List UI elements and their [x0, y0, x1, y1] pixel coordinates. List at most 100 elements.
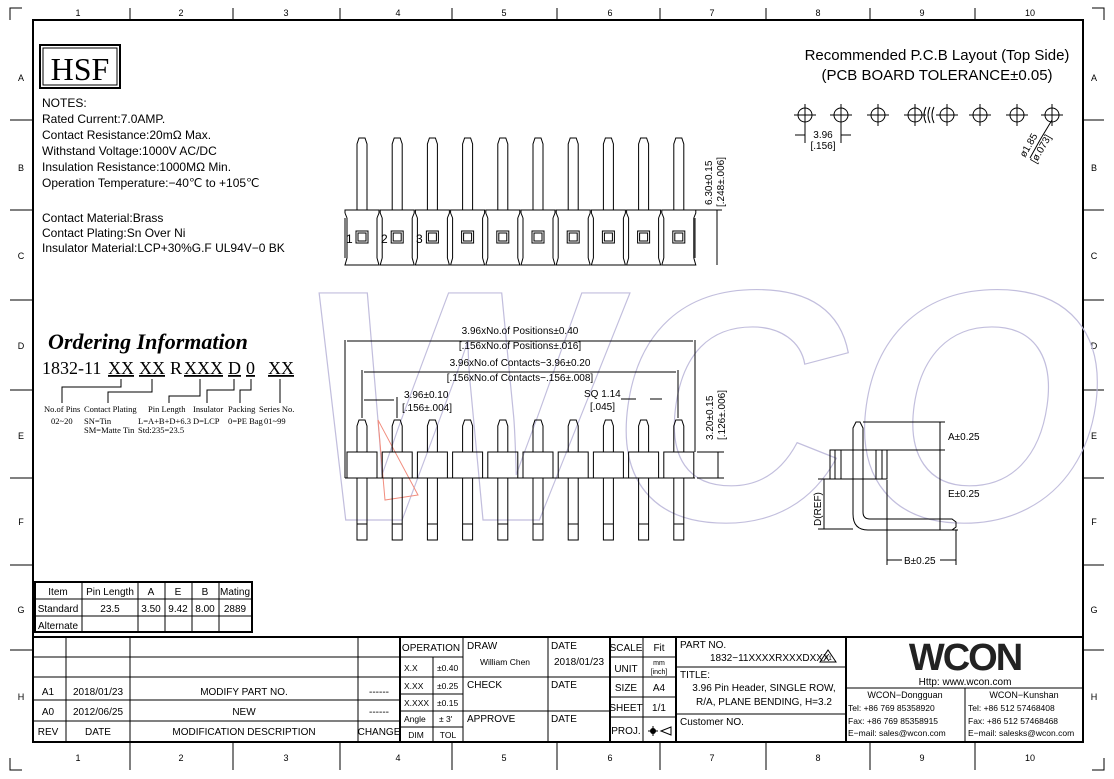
projection-label: PROJ. — [611, 726, 640, 737]
office-name: WCON−Dongguan — [867, 690, 942, 700]
header-description: MODIFICATION DESCRIPTION — [172, 727, 315, 738]
top-view: 1 2 3 6.30±0.15 [.248±.006] — [344, 137, 727, 266]
grid-column-label: 10 — [1025, 8, 1035, 18]
part-no-label: PART NO. — [680, 640, 726, 651]
unit-label: UNIT — [614, 664, 637, 675]
top-pin — [673, 137, 685, 210]
grid-column-label: 6 — [607, 8, 612, 18]
spec-table-cell: 3.50 — [141, 604, 161, 615]
material-line: Contact Material:Brass — [42, 211, 163, 225]
side-view: A±0.25 E±0.25 D(REF) B±0.25 — [813, 421, 980, 567]
notes-heading: NOTES: — [42, 96, 87, 110]
date-label: DATE — [551, 714, 577, 725]
revision-date: 2018/01/23 — [73, 687, 123, 698]
overall-length-dim: 3.96xNo.of Positions±0.40 — [462, 326, 579, 337]
field-value: 02~20 — [51, 416, 73, 426]
housing-segment — [344, 209, 380, 266]
title-block: A1 2018/01/23 MODIFY PART NO. ------ A0 … — [33, 636, 1083, 742]
tolerance-value: ± 3' — [439, 714, 453, 724]
front-pin-top — [426, 419, 438, 452]
grid-column-label: 5 — [501, 753, 506, 763]
housing-segment — [414, 209, 451, 266]
pitch-dim: 3.96±0.10 — [404, 390, 449, 401]
square-pin-dim-inch: [.045] — [590, 402, 615, 413]
field-label: Pin Length — [148, 404, 186, 414]
code-insulator: D — [228, 358, 241, 378]
scale-value: Fit — [653, 643, 664, 654]
pin-number: 2 — [381, 232, 388, 246]
field-value: Std:235=23.5 — [138, 425, 184, 435]
grid-row-label: F — [1091, 517, 1097, 527]
front-pin-top — [391, 419, 403, 452]
ordering-title: Ordering Information — [48, 329, 248, 354]
front-height-dim-inch: [.126±.006] — [717, 390, 728, 440]
field-label: Packing — [228, 404, 256, 414]
note-line: Operation Temperature:−40℃ to +105℃ — [42, 176, 260, 190]
tolerance-dim: X.X — [404, 663, 418, 673]
header-rev: REV — [38, 727, 59, 738]
grid-row-label: F — [18, 517, 24, 527]
office-fax: Fax: +86 512 57468468 — [968, 716, 1058, 726]
front-pin-top — [356, 419, 368, 452]
pin-square-outer — [496, 230, 510, 244]
tolerance-dim: Angle — [404, 714, 426, 724]
front-height-dim: 3.20±0.15 — [705, 395, 716, 440]
grid-row-label: E — [18, 431, 24, 441]
housing-segment — [555, 209, 591, 266]
grid-row-label: D — [18, 341, 25, 351]
overall-length-dim-inch: [.156xNo.of Positions±.016] — [459, 341, 581, 352]
spec-table-header: Pin Length — [86, 587, 134, 598]
grid-column-label: 1 — [75, 8, 80, 18]
code-packing: 0 — [246, 358, 255, 378]
note-line: Withstand Voltage:1000V AC/DC — [42, 144, 217, 158]
note-line: Rated Current:7.0AMP. — [42, 112, 165, 126]
office-tel: Tel: +86 512 57468408 — [968, 703, 1055, 713]
pitch-dim-inch: [.156±.004] — [402, 403, 452, 414]
revision-badge: A1 — [824, 656, 832, 662]
pin-square-outer — [531, 230, 545, 244]
pin-number: 1 — [346, 232, 353, 246]
dim-d-ref: D(REF) — [813, 492, 824, 526]
pin-square-inner — [639, 232, 649, 242]
grid-row-label: C — [18, 251, 25, 261]
spec-table-header: Item — [48, 587, 67, 598]
field-label: Insulator — [193, 404, 223, 414]
pin-square-inner — [357, 232, 367, 242]
pin-square-outer — [672, 230, 686, 244]
dim-label: DIM — [408, 730, 424, 740]
grid-column-label: 4 — [395, 8, 400, 18]
grid-column-label: 8 — [815, 8, 820, 18]
office-tel: Tel: +86 769 85358920 — [848, 703, 935, 713]
revision-change: ------ — [369, 707, 389, 718]
pcb-layout: Recommended P.C.B Layout (Top Side) (PCB… — [794, 47, 1069, 166]
grid-row-label: A — [18, 73, 24, 83]
housing-segment — [449, 209, 486, 266]
dim-e: E±0.25 — [948, 489, 980, 500]
sheet-label: SHEET — [609, 703, 642, 714]
housing-segment — [625, 209, 662, 266]
grid-row-label: D — [1091, 341, 1098, 351]
grid-column-label: 8 — [815, 753, 820, 763]
housing-segment — [379, 209, 415, 266]
pin-square-outer — [461, 230, 475, 244]
grid-column-label: 4 — [395, 753, 400, 763]
housing-segment — [485, 209, 521, 266]
ordering-information: Ordering Information 1832-11 XX XX R XXX… — [42, 329, 294, 435]
code-r: R — [170, 358, 182, 378]
approve-label: APPROVE — [467, 714, 516, 725]
office-fax: Fax: +86 769 85358915 — [848, 716, 938, 726]
pin-square-inner — [674, 232, 684, 242]
top-pin — [567, 137, 579, 210]
pcb-pitch: 3.96 — [813, 130, 833, 141]
grid-column-label: 7 — [709, 8, 714, 18]
draw-date: 2018/01/23 — [554, 657, 604, 668]
top-height-dim: 6.30±0.15 — [704, 160, 715, 205]
spec-table-cell: 8.00 — [195, 604, 215, 615]
field-value: L=A+B+D+6.3 — [138, 416, 191, 426]
top-pin — [462, 137, 474, 210]
header-change: CHANGE — [358, 727, 401, 738]
office-name: WCON−Kunshan — [989, 690, 1058, 700]
pin-square-inner — [533, 232, 543, 242]
code-pins: XX — [108, 358, 134, 378]
